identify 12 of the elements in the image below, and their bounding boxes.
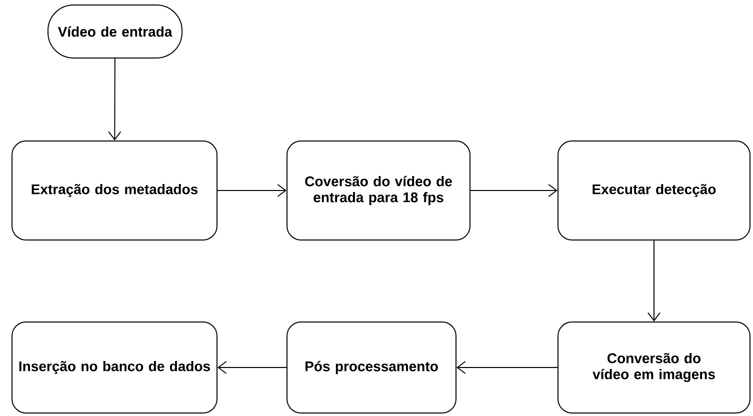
process-box: Inserção no banco de dados — [12, 322, 218, 414]
process-box: Executar detecção — [558, 140, 750, 240]
arrow — [648, 240, 660, 322]
process-box: Coversão do vídeo de entrada para 18 fps — [286, 140, 470, 240]
arrow — [108, 58, 122, 140]
arrow — [218, 361, 287, 374]
process-box: Extração dos metadados — [12, 140, 218, 240]
process-box: Pós processamento — [286, 322, 456, 414]
process-box: Conversão do vídeo em imagens — [558, 322, 750, 414]
arrow — [456, 361, 558, 374]
arrow — [470, 184, 558, 197]
arrow — [217, 184, 286, 197]
